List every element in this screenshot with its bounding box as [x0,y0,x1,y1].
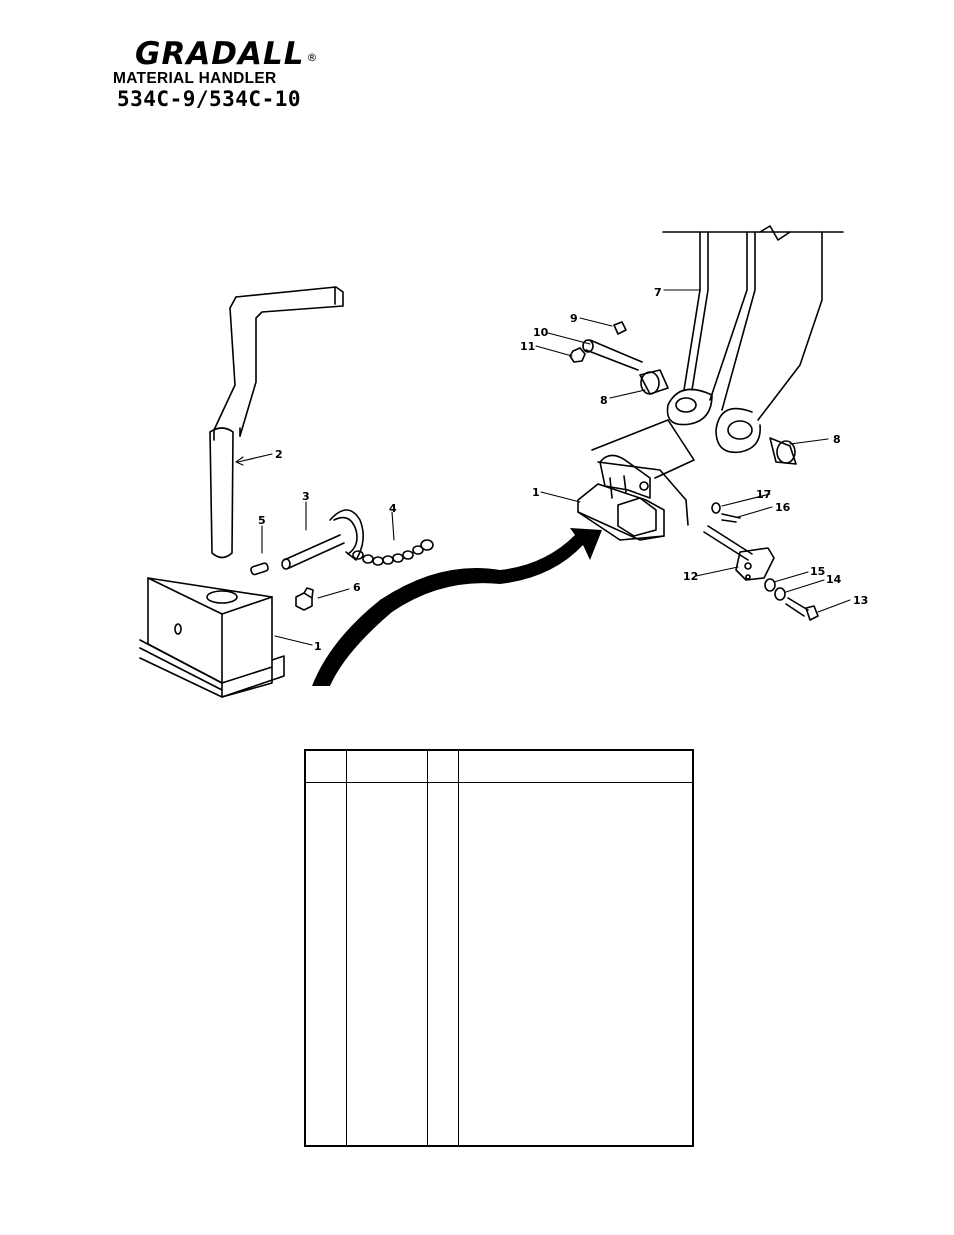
parts-list-table [304,749,694,1147]
callout-8-upper: 8 [600,394,608,407]
washer-14 [774,587,786,601]
boom-arms [662,225,844,454]
callout-16: 16 [775,501,791,514]
capscrew-16 [721,513,741,523]
callout-15: 15 [810,565,825,578]
brand-subtitle: MATERIAL HANDLER [113,70,277,87]
callout-8-lower: 8 [833,433,841,446]
callout-10: 10 [533,326,549,339]
callout-1-right: 1 [532,486,540,499]
grease-fitting [295,587,314,611]
roll-pin [250,562,269,576]
bushing-lower [769,437,797,465]
lock-pin-with-chain [281,509,434,570]
washer-17 [711,502,721,514]
callout-11: 11 [520,340,535,353]
capscrew-13 [785,597,819,621]
brand-logo: GRADALL® [135,36,319,72]
callout-4: 4 [389,502,397,515]
model-number: 534C-9/534C-10 [117,87,302,111]
mounting-block-left [139,577,285,698]
callout-5: 5 [258,514,266,527]
callout-2: 2 [275,448,283,461]
callout-13: 13 [853,594,868,607]
latch-lever [703,525,775,581]
callout-9: 9 [570,312,578,325]
handle-pin [209,286,344,559]
callout-12: 12 [683,570,698,583]
column-divider-2 [427,751,428,1145]
callout-6: 6 [353,581,361,594]
column-divider-3 [458,751,459,1145]
exploded-parts-diagram: 1 2 3 4 5 6 7 8 9 10 11 12 13 14 15 16 1… [139,225,868,698]
registered-mark: ® [306,51,319,64]
washer-15 [764,578,776,592]
coupler-bracket [577,419,695,541]
brand-header: GRADALL® MATERIAL HANDLER 534C-9/534C-10 [113,36,319,111]
callout-7: 7 [654,286,662,299]
bushing-upper [639,369,669,395]
column-divider-1 [346,751,347,1145]
callout-3: 3 [302,490,310,503]
transfer-arrow [312,528,602,686]
callout-14: 14 [826,573,842,586]
pivot-pin [569,321,643,371]
callout-1-left: 1 [314,640,322,653]
table-header-rule [306,782,692,783]
callout-17: 17 [756,488,771,501]
